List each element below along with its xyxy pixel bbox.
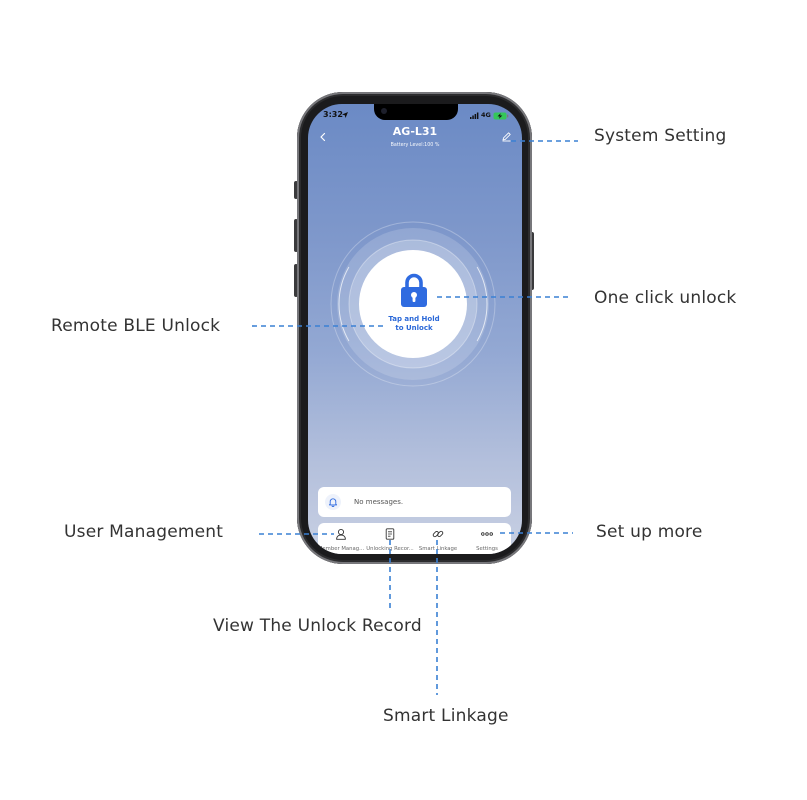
outer-ring [330, 221, 496, 387]
notch [374, 104, 458, 120]
volume-down-button [294, 264, 298, 297]
battery-icon [493, 112, 509, 119]
status-time: 3:32 [323, 110, 343, 119]
network-type: 4G [481, 111, 491, 119]
device-title: AG-L31 [392, 125, 438, 138]
nav-member-management[interactable]: Member Manag... [316, 523, 366, 554]
nav-settings[interactable]: Settings [462, 523, 512, 554]
bell-badge [325, 494, 341, 510]
nav-smart-linkage[interactable]: Smart Linkage [413, 523, 463, 554]
callout-view-unlock-record: View The Unlock Record [213, 616, 422, 636]
bell-icon [328, 498, 338, 507]
back-chevron-icon[interactable] [318, 132, 328, 142]
callout-smart-linkage: Smart Linkage [383, 706, 509, 726]
nav-unlocking-record[interactable]: Unlocking Recor... [365, 523, 415, 554]
front-camera [381, 108, 387, 114]
nav-label-linkage: Smart Linkage [418, 546, 458, 552]
no-messages-text: No messages. [354, 498, 404, 506]
phone-screen: 3:32 4G AG-L31 Battery Level:100 % [308, 104, 522, 554]
tap-hold-line2: to Unlock [395, 324, 433, 332]
callout-one-click-unlock: One click unlock [594, 288, 737, 308]
callout-user-management: User Management [64, 522, 224, 542]
callout-system-setting: System Setting [594, 126, 727, 146]
nav-label-settings: Settings [476, 546, 498, 552]
tap-hold-line1: Tap and Hold [388, 315, 440, 323]
more-icon [481, 532, 493, 536]
record-icon [385, 528, 395, 540]
link-icon [432, 530, 444, 538]
callout-remote-ble-unlock: Remote BLE Unlock [51, 316, 221, 336]
location-arrow-icon [342, 112, 348, 118]
battery-level: Battery Level:100 % [390, 143, 440, 148]
phone-frame: 3:32 4G AG-L31 Battery Level:100 % [297, 92, 532, 564]
message-card[interactable]: No messages. [318, 487, 511, 517]
silent-switch [294, 181, 298, 199]
volume-up-button [294, 219, 298, 252]
power-button [530, 232, 534, 290]
bottom-nav: Member Manag... Unlocking Recor... [318, 523, 511, 554]
lock-icon[interactable] [398, 272, 430, 308]
callout-set-up-more: Set up more [596, 522, 703, 542]
edit-pencil-icon[interactable] [501, 131, 512, 142]
left-arc [338, 266, 350, 342]
nav-label-member: Member Manag... [317, 546, 365, 552]
right-arc [476, 266, 488, 342]
person-icon [336, 528, 346, 540]
signal-icon [470, 112, 479, 119]
nav-label-record: Unlocking Recor... [366, 546, 414, 552]
